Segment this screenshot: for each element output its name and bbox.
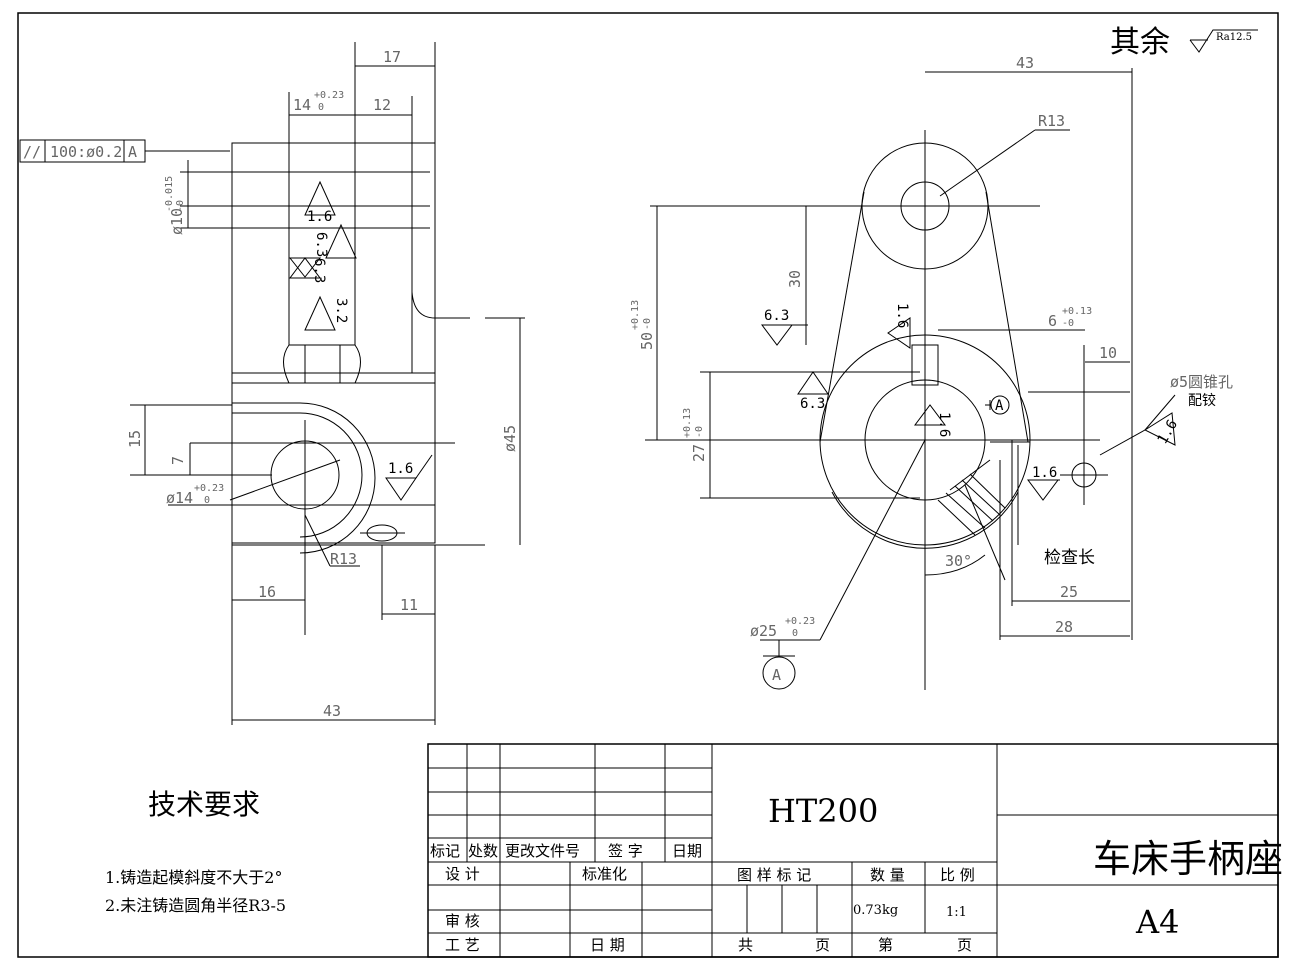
right-dim-50: 50: [638, 332, 656, 350]
tb-process: 工 艺: [445, 936, 480, 954]
left-dim-R13: R13: [330, 550, 357, 568]
left-dim-phi14-upper: +0.23: [194, 483, 224, 494]
left-dim-17: 17: [383, 48, 401, 66]
rev-header-sign: 签 字: [608, 842, 643, 860]
tb-part-name: 车床手柄座: [1093, 837, 1283, 881]
title-block: [427, 743, 1279, 958]
left-rough-6-3a: 6.3: [313, 232, 329, 257]
left-rough-3-2: 3.2: [333, 298, 349, 323]
right-dim-28: 28: [1055, 618, 1073, 636]
left-tolerance-value: 100:ø0.2: [50, 143, 122, 161]
tb-pattern-mark: 图 样 标 记: [737, 866, 811, 884]
left-dim-11: 11: [400, 596, 418, 614]
left-dim-14-upper: +0.23: [314, 90, 344, 101]
right-dim-43: 43: [1016, 54, 1034, 72]
notes-item-2: 2.未注铸造圆角半径R3-5: [105, 896, 286, 915]
notes-title: 技术要求: [148, 788, 260, 821]
tb-sheet-label: 第: [878, 936, 893, 954]
right-taper-hole-line2: 配铰: [1188, 393, 1216, 409]
right-dim-R13: R13: [1038, 112, 1065, 130]
left-dim-phi14: ø14: [166, 489, 193, 507]
left-dim-14-lower: 0: [318, 102, 324, 113]
left-dim-phi10-lower: -0: [175, 200, 186, 212]
general-roughness-label: 其余: [1110, 25, 1170, 60]
right-datum-marker: A: [995, 398, 1004, 414]
right-dim-50-lower: -0: [642, 318, 653, 330]
right-view: [645, 68, 1176, 690]
right-dim-phi25-upper: +0.23: [785, 616, 815, 627]
left-rough-6-3b: 6.3: [311, 258, 327, 283]
notes-item-1: 1.铸造起模斜度不大于2°: [105, 868, 282, 887]
right-dim-6-upper: +0.13: [1062, 306, 1092, 317]
left-dim-phi10-upper: -0.015: [164, 176, 175, 212]
right-rough-6-3b: 6.3: [800, 396, 825, 412]
left-rough-1-6b: 1.6: [388, 461, 413, 477]
tb-design: 设 计: [445, 865, 480, 883]
left-dim-phi10: ø10: [168, 208, 186, 235]
right-datum-A: A: [772, 666, 781, 684]
left-dim-43: 43: [323, 702, 341, 720]
right-rough-1-6d: 1.6: [1032, 465, 1057, 481]
tb-material: HT200: [768, 792, 878, 830]
left-dim-phi45: ø45: [501, 425, 519, 452]
general-roughness: 其余 Ra12.5: [1110, 25, 1258, 60]
left-tolerance-symbol: //: [23, 143, 41, 161]
right-rough-6-3a: 6.3: [764, 308, 789, 324]
tb-sheet-size: A4: [1135, 903, 1179, 941]
right-dim-27-upper: +0.13: [682, 408, 693, 438]
right-dim-6-lower: -0: [1062, 318, 1074, 329]
right-dim-27-lower: -0: [694, 426, 705, 438]
tb-standardization: 标准化: [582, 865, 627, 883]
left-view: [19, 42, 525, 725]
left-dim-16: 16: [258, 583, 276, 601]
tb-scale-value: 1:1: [946, 905, 967, 920]
tolerance-frame: [19, 139, 230, 163]
right-dim-30deg: 30°: [945, 552, 972, 570]
general-roughness-value: Ra12.5: [1216, 32, 1252, 43]
right-dim-phi25-lower: 0: [792, 628, 798, 639]
left-dim-12: 12: [373, 96, 391, 114]
left-dim-7: 7: [169, 456, 187, 465]
right-dim-10: 10: [1099, 344, 1117, 362]
left-rough-1-6a: 1.6: [307, 209, 332, 225]
tb-page-label-2: 页: [957, 936, 972, 954]
tb-page-label-1: 页: [815, 936, 830, 954]
left-dim-phi14-lower: 0: [204, 495, 210, 506]
tb-date: 日 期: [590, 936, 625, 954]
right-dim-25: 25: [1060, 583, 1078, 601]
tb-quantity: 数 量: [870, 866, 905, 884]
left-dim-15: 15: [126, 430, 144, 448]
right-dim-50-upper: +0.13: [630, 300, 641, 330]
tb-weight: 0.73kg: [853, 903, 898, 918]
right-dim-6: 6: [1048, 312, 1057, 330]
right-check-length: 检查长: [1044, 548, 1095, 568]
rev-header-mark: 标记: [430, 842, 460, 860]
right-dim-27: 27: [690, 444, 708, 462]
right-dim-30: 30: [786, 270, 804, 288]
left-tolerance-datum: A: [128, 143, 137, 161]
right-taper-hole-line1: ø5圆锥孔: [1170, 373, 1233, 391]
tb-scale: 比 例: [940, 866, 975, 884]
left-dim-14: 14: [293, 96, 311, 114]
rev-header-count: 处数: [468, 842, 498, 860]
right-rough-1-6b: 1.6: [936, 412, 952, 437]
tb-total-label: 共: [738, 936, 753, 954]
right-rough-1-6a: 1.6: [894, 303, 910, 328]
right-dim-phi25: ø25: [750, 622, 777, 640]
tb-review: 审 核: [445, 912, 480, 930]
rev-header-date: 日期: [672, 842, 702, 860]
rev-header-docno: 更改文件号: [505, 842, 580, 860]
